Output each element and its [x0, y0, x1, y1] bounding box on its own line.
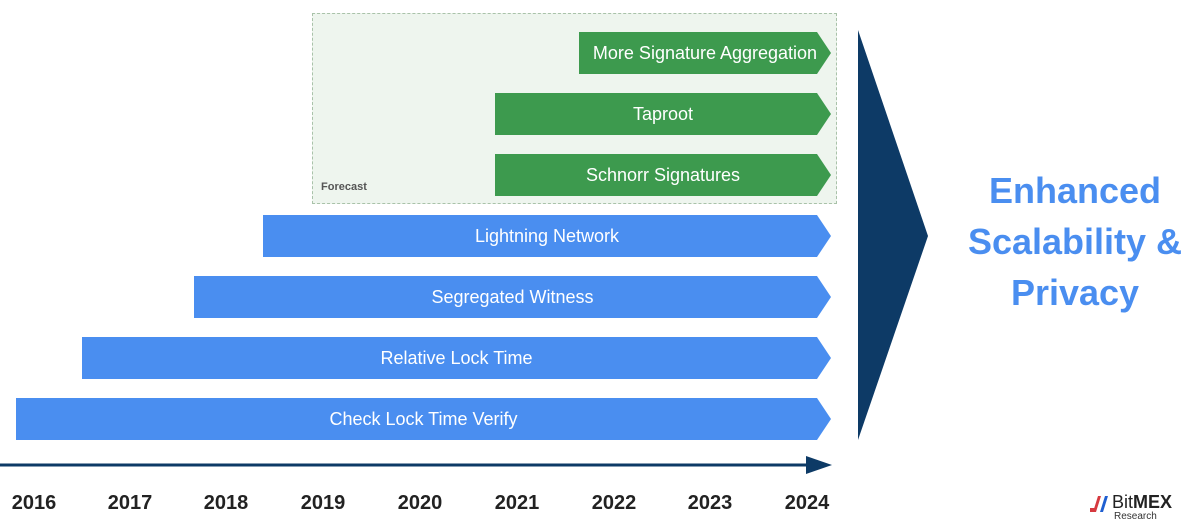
upgrade-label: Lightning Network [474, 225, 620, 246]
upgrade-label: More Signature Aggregation [592, 42, 818, 63]
year-tick-2020: 2020 [397, 492, 443, 514]
year-tick-2019: 2019 [300, 492, 346, 514]
outcome-summary: Enhanced Scalability & Privacy [950, 165, 1200, 318]
upgrade-bar-segregated-witness: Segregated Witness [194, 276, 831, 318]
upgrade-label: Taproot [632, 103, 694, 124]
logo-subtitle: Research [1114, 511, 1157, 522]
timeline-axis [0, 456, 832, 474]
year-tick-2023: 2023 [687, 492, 733, 514]
logo-mark-icon [1090, 496, 1108, 512]
upgrade-bar-more-signature-aggregation: More Signature Aggregation [579, 32, 831, 74]
axis-arrowhead [806, 456, 832, 474]
year-tick-2018: 2018 [203, 492, 249, 514]
year-tick-2024: 2024 [784, 492, 830, 514]
upgrade-label: Relative Lock Time [380, 347, 533, 368]
forecast-label: Forecast [321, 181, 367, 193]
upgrade-bar-relative-lock-time: Relative Lock Time [82, 337, 831, 379]
upgrade-label: Check Lock Time Verify [329, 408, 518, 429]
logo-name: BitMEX [1112, 492, 1173, 512]
summary-line: Scalability & [967, 221, 1183, 262]
upgrade-bar-check-lock-time-verify: Check Lock Time Verify [16, 398, 831, 440]
upgrade-bar-taproot: Taproot [495, 93, 831, 135]
summary-line: Privacy [1010, 272, 1140, 313]
year-tick-2016: 2016 [11, 492, 57, 514]
upgrade-bar-schnorr-signatures: Schnorr Signatures [495, 154, 831, 196]
year-tick-2022: 2022 [591, 492, 637, 514]
upgrade-label: Segregated Witness [431, 286, 594, 307]
summary-line: Enhanced [988, 170, 1162, 211]
upgrade-label: Schnorr Signatures [585, 164, 741, 185]
outcome-chevron [858, 30, 928, 440]
upgrade-bar-lightning-network: Lightning Network [263, 215, 831, 257]
bitmex-research-logo: BitMEX Research [1090, 492, 1195, 524]
year-tick-2017: 2017 [107, 492, 153, 514]
chevron-shape [858, 30, 928, 440]
year-tick-2021: 2021 [494, 492, 540, 514]
